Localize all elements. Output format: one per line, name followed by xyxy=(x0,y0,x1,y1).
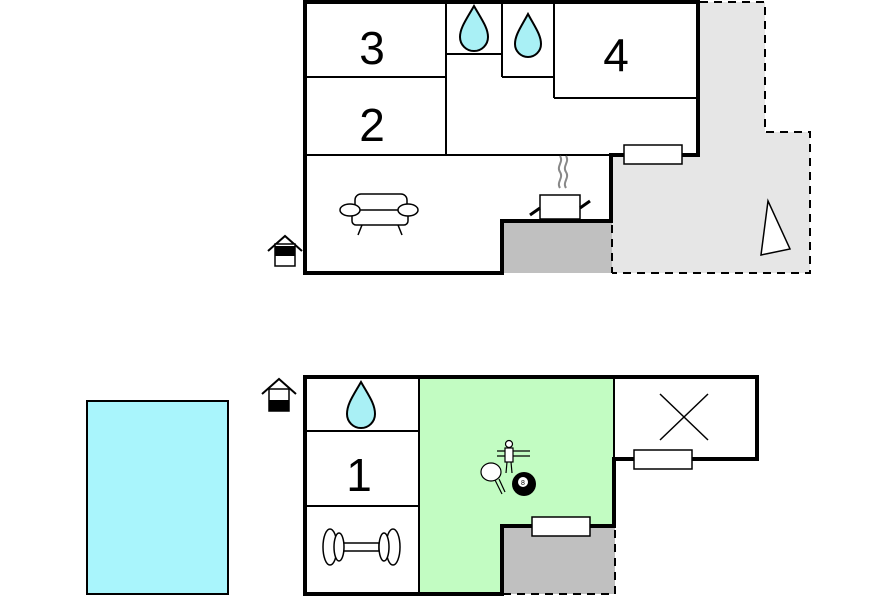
bathroom-drop-icon xyxy=(458,3,490,52)
upper-floor: 3 2 4 xyxy=(267,0,811,275)
covered-terrace-lower xyxy=(502,526,615,594)
radiator-icon xyxy=(531,516,591,537)
billiard-8-ball-icon: 8 xyxy=(512,472,536,496)
bathroom-drop-icon xyxy=(345,379,377,429)
terrace-area xyxy=(612,2,810,273)
table-tennis-icon xyxy=(480,462,506,495)
swimming-pool xyxy=(86,400,229,595)
kitchen-pot-icon xyxy=(529,155,591,220)
room-number-1: 1 xyxy=(346,449,372,501)
room-number-2: 2 xyxy=(359,99,385,151)
radiator-icon xyxy=(623,144,683,165)
tent-icon xyxy=(760,198,792,256)
room-number-4: 4 xyxy=(603,29,629,81)
table-football-icon xyxy=(497,439,530,474)
sofa-icon xyxy=(339,193,419,236)
terrace-outline xyxy=(612,1,811,274)
covered-terrace-upper xyxy=(502,221,612,273)
entrance-house-icon xyxy=(267,234,303,267)
lower-outer-walls xyxy=(303,375,759,596)
lower-interior-walls xyxy=(305,377,615,594)
room-number-3: 3 xyxy=(359,22,385,74)
billiard-ball-label: 8 xyxy=(521,480,525,487)
radiator-icon xyxy=(633,449,693,470)
upper-outer-walls xyxy=(303,0,700,275)
upper-interior-walls xyxy=(305,2,698,156)
dumbbell-icon xyxy=(322,528,401,566)
lower-floor: 1 xyxy=(86,375,759,596)
entrance-house-icon xyxy=(261,377,297,412)
bathroom-drop-icon xyxy=(513,11,543,58)
void-cross-icon xyxy=(659,393,709,441)
